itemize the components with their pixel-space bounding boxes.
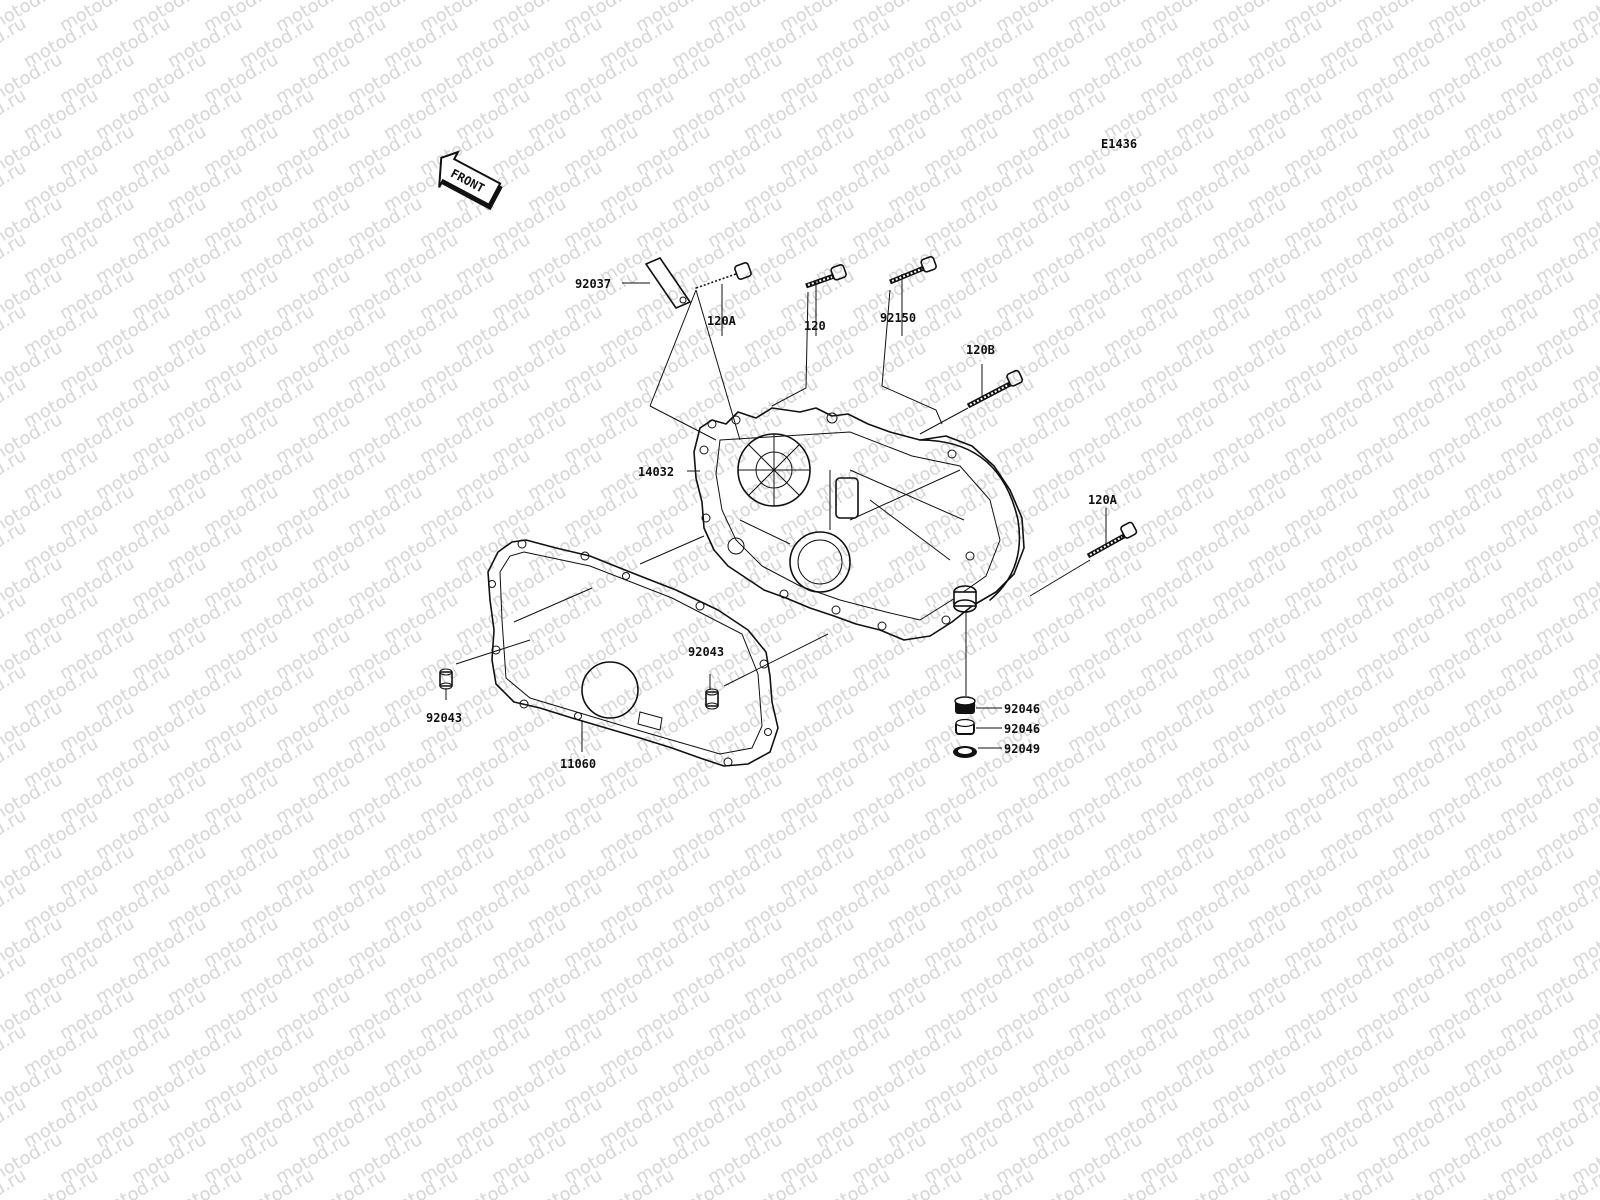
diagram-code: E1436 bbox=[1101, 137, 1137, 151]
label-120a-top: 120A bbox=[707, 314, 737, 328]
label-120a-right: 120A bbox=[1088, 493, 1118, 507]
collar-92046-a-icon bbox=[954, 696, 976, 714]
label-92043-left: 92043 bbox=[426, 711, 462, 725]
part-labels: 120A 120 92150 120B 92037 14032 120A 920… bbox=[426, 277, 1118, 771]
bolt-120-icon bbox=[805, 264, 847, 289]
grommet-92049-icon bbox=[953, 746, 977, 758]
leader-lines bbox=[445, 274, 1107, 752]
label-92046-a: 92046 bbox=[1004, 702, 1040, 716]
label-120b: 120B bbox=[966, 343, 995, 357]
bolt-92150-icon bbox=[889, 256, 937, 285]
label-92046-b: 92046 bbox=[1004, 722, 1040, 736]
dowel-92043-center-icon bbox=[705, 688, 719, 710]
label-92037: 92037 bbox=[575, 277, 611, 291]
cover-gasket bbox=[487, 539, 779, 767]
label-92049: 92049 bbox=[1004, 742, 1040, 756]
label-11060: 11060 bbox=[560, 757, 596, 771]
bolt-120b-icon bbox=[966, 369, 1024, 409]
bolt-120a-right-icon bbox=[1086, 521, 1138, 559]
label-14032: 14032 bbox=[638, 465, 674, 479]
label-92150: 92150 bbox=[880, 311, 916, 325]
label-92043-center: 92043 bbox=[688, 645, 724, 659]
collar-92046-b-icon bbox=[955, 718, 975, 735]
bolt-120a-top-icon bbox=[695, 262, 752, 289]
label-120: 120 bbox=[804, 319, 826, 333]
clutch-cover bbox=[693, 407, 1025, 641]
cover-collar-icon bbox=[953, 585, 977, 613]
clamp-92037-icon bbox=[645, 257, 691, 309]
